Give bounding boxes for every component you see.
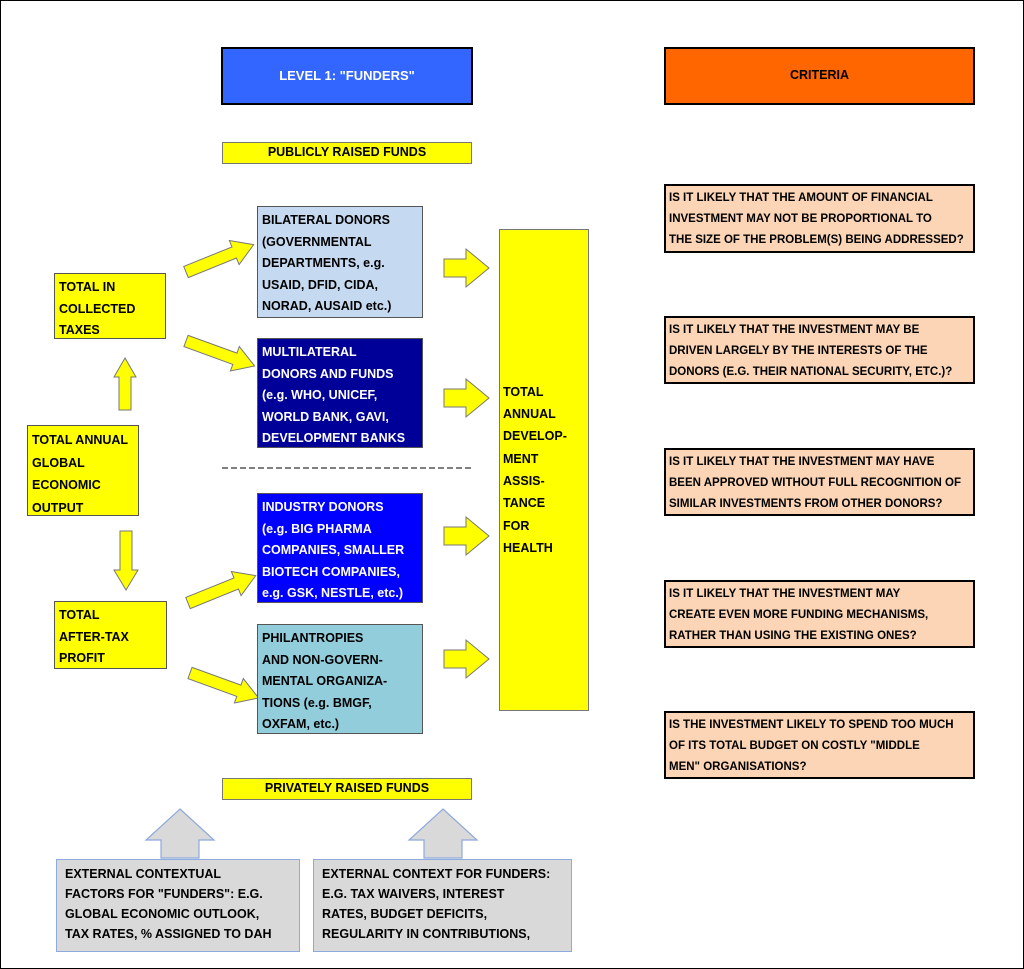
public-funds-banner: PUBLICLY RAISED FUNDS <box>222 142 472 164</box>
criteria-item-4: IS IT LIKELY THAT THE INVESTMENT MAY CRE… <box>664 580 975 648</box>
arrow-industry-to-total <box>443 515 490 557</box>
arrow-output-to-profit <box>113 530 139 591</box>
arrow-bilateral-to-total <box>443 247 490 289</box>
external-factors-box: EXTERNAL CONTEXTUAL FACTORS FOR "FUNDERS… <box>56 859 300 952</box>
criteria-item-3: IS IT LIKELY THAT THE INVESTMENT MAY HAV… <box>664 448 975 516</box>
criteria-header: CRITERIA <box>664 47 975 105</box>
arrow-philanthropies-to-total <box>443 638 490 680</box>
industry-donors-box: INDUSTRY DONORS (e.g. BIG PHARMA COMPANI… <box>257 493 423 603</box>
arrow-profit-to-philanthropies <box>187 666 260 704</box>
arrow-multilateral-to-total <box>443 377 490 419</box>
collected-taxes-box: TOTAL IN COLLECTED TAXES <box>54 273 166 339</box>
criteria-item-1: IS IT LIKELY THAT THE AMOUNT OF FINANCIA… <box>664 184 975 253</box>
philanthropies-box: PHILANTROPIES AND NON-GOVERN- MENTAL ORG… <box>257 624 423 734</box>
level-header: LEVEL 1: "FUNDERS" <box>221 47 473 105</box>
bilateral-donors-box: BILATERAL DONORS (GOVERNMENTAL DEPARTMEN… <box>257 206 423 318</box>
criteria-item-5: IS THE INVESTMENT LIKELY TO SPEND TOO MU… <box>664 711 975 779</box>
arrow-taxes-to-multilateral <box>183 334 256 372</box>
multilateral-donors-box: MULTILATERAL DONORS AND FUNDS (e.g. WHO,… <box>257 338 423 448</box>
after-tax-profit-box: TOTAL AFTER-TAX PROFIT <box>54 601 167 669</box>
arrow-taxes-to-bilateral <box>183 239 255 279</box>
arrow-output-to-taxes <box>113 357 137 411</box>
level-header-title: LEVEL 1: "FUNDERS" <box>279 68 415 84</box>
economic-output-box: TOTAL ANNUAL GLOBAL ECONOMIC OUTPUT <box>27 425 139 516</box>
criteria-item-2: IS IT LIKELY THAT THE INVESTMENT MAY BE … <box>664 316 975 384</box>
arrow-profit-to-industry <box>185 570 257 610</box>
external-context-box: EXTERNAL CONTEXT FOR FUNDERS: E.G. TAX W… <box>313 859 572 952</box>
arrow-external-factors-up <box>144 808 216 859</box>
criteria-header-title: CRITERIA <box>789 68 850 83</box>
total-dah-label: TOTAL ANNUAL DEVELOP- MENT ASSIS- TANCE … <box>503 384 567 555</box>
private-funds-banner: PRIVATELY RAISED FUNDS <box>222 778 472 800</box>
arrow-external-context-up <box>407 808 479 859</box>
total-dah-box: TOTAL ANNUAL DEVELOP- MENT ASSIS- TANCE … <box>499 229 589 711</box>
